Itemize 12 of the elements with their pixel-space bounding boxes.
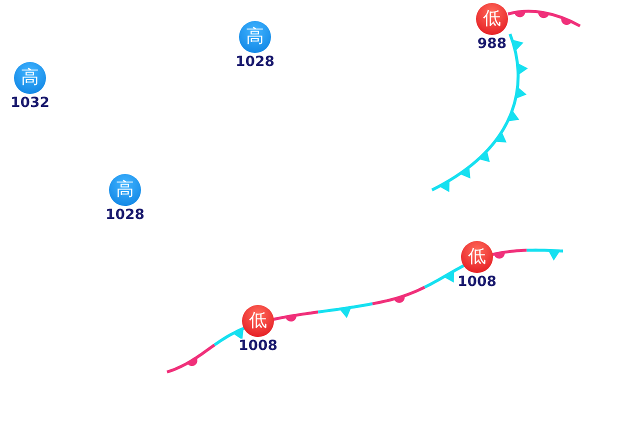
high-pressure-marker: 高 bbox=[14, 62, 46, 94]
high-pressure-marker: 高 bbox=[109, 174, 141, 206]
pressure-value: 1028 bbox=[234, 54, 276, 70]
pressure-value: 1008 bbox=[456, 274, 498, 290]
pressure-value: 1028 bbox=[104, 207, 146, 223]
high-pressure-marker: 高 bbox=[239, 21, 271, 53]
low-pressure-marker: 低 bbox=[461, 241, 493, 273]
low-pressure-marker: 低 bbox=[242, 305, 274, 337]
low-pressure-marker: 低 bbox=[476, 3, 508, 35]
pressure-value: 1032 bbox=[10, 95, 50, 111]
pressure-value: 1008 bbox=[238, 338, 278, 354]
pressure-value: 988 bbox=[476, 36, 508, 52]
